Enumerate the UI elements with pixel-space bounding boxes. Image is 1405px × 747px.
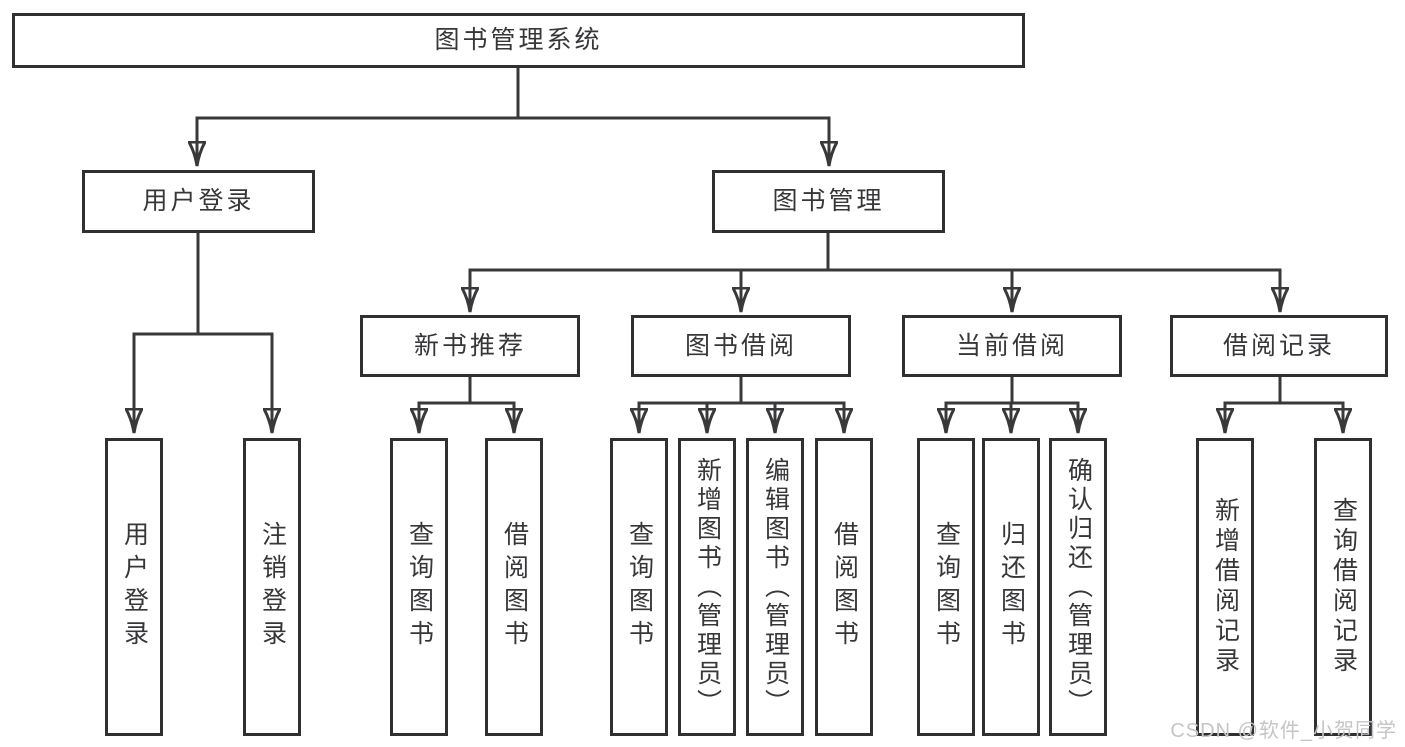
leaf-nbr-borrow-book: 借阅图书 — [485, 438, 543, 736]
node-root-label: 图书管理系统 — [434, 26, 603, 54]
node-current-borrowing: 当前借阅 — [902, 315, 1122, 377]
node-borrowing-records-label: 借阅记录 — [1222, 331, 1335, 360]
node-user-login: 用户登录 — [82, 170, 315, 233]
leaf-bb-borrow-book-label: 借阅图书 — [830, 521, 859, 653]
leaf-user-login: 用户登录 — [105, 438, 163, 736]
leaf-nbr-query-book-label: 查询图书 — [405, 521, 434, 653]
node-current-borrowing-label: 当前借阅 — [955, 331, 1068, 360]
node-borrowing-records: 借阅记录 — [1170, 315, 1388, 377]
leaf-bb-add-book-admin: 新增图书（管理员） — [678, 438, 736, 736]
leaf-bb-borrow-book: 借阅图书 — [815, 438, 873, 736]
node-user-login-label: 用户登录 — [142, 187, 255, 215]
leaf-br-add-record-label: 新增借阅记录 — [1211, 497, 1240, 677]
leaf-logout-login: 注销登录 — [243, 438, 301, 736]
node-new-book-recommend-label: 新书推荐 — [413, 331, 526, 360]
leaf-bb-query-book: 查询图书 — [610, 438, 668, 736]
node-book-management-label: 图书管理 — [772, 187, 885, 215]
leaf-nbr-query-book: 查询图书 — [390, 438, 448, 736]
leaf-user-login-label: 用户登录 — [120, 521, 149, 653]
leaf-br-query-record-label: 查询借阅记录 — [1329, 497, 1358, 677]
watermark: CSDN @软件_小贺同学 — [1170, 720, 1397, 742]
node-root: 图书管理系统 — [12, 13, 1025, 68]
leaf-cb-confirm-return-admin: 确认归还（管理员） — [1049, 438, 1107, 736]
leaf-cb-return-book-label: 归还图书 — [997, 521, 1026, 653]
leaf-br-add-record: 新增借阅记录 — [1196, 438, 1254, 736]
leaf-br-query-record: 查询借阅记录 — [1314, 438, 1372, 736]
leaf-cb-query-book: 查询图书 — [917, 438, 975, 736]
leaf-logout-login-label: 注销登录 — [258, 521, 287, 653]
node-new-book-recommend: 新书推荐 — [360, 315, 580, 377]
leaf-nbr-borrow-book-label: 借阅图书 — [500, 521, 529, 653]
leaf-cb-confirm-return-admin-label: 确认归还（管理员） — [1064, 456, 1093, 718]
leaf-bb-edit-book-admin: 编辑图书（管理员） — [746, 438, 804, 736]
leaf-cb-return-book: 归还图书 — [982, 438, 1040, 736]
leaf-bb-edit-book-admin-label: 编辑图书（管理员） — [761, 456, 790, 718]
node-book-management: 图书管理 — [712, 170, 945, 233]
leaf-bb-add-book-admin-label: 新增图书（管理员） — [693, 456, 722, 718]
node-book-borrowing-label: 图书借阅 — [684, 331, 797, 360]
node-book-borrowing: 图书借阅 — [631, 315, 851, 377]
leaf-cb-query-book-label: 查询图书 — [932, 521, 961, 653]
leaf-bb-query-book-label: 查询图书 — [625, 521, 654, 653]
